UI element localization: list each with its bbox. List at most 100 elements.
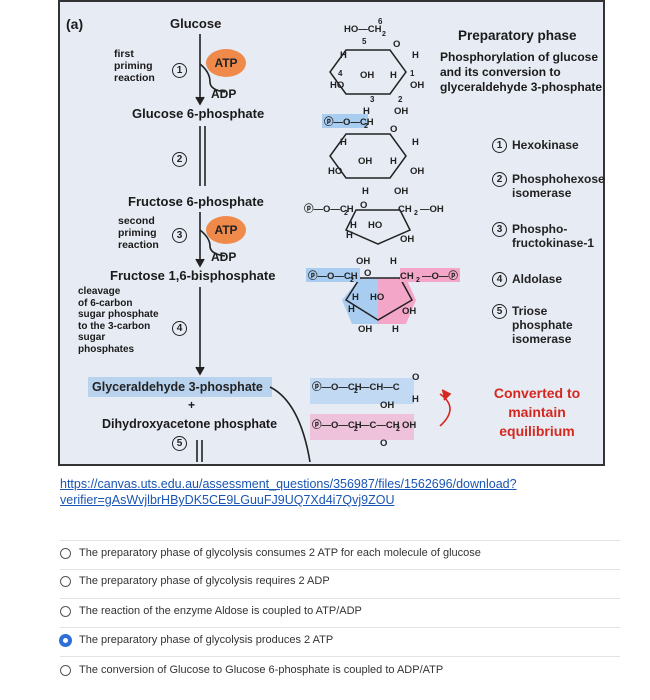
svg-text:HO: HO: [368, 220, 382, 231]
answer-option-3[interactable]: The reaction of the enzyme Aldose is cou…: [60, 601, 362, 621]
svg-text:H: H: [348, 304, 355, 315]
svg-text:CH: CH: [400, 271, 414, 282]
svg-text:2: 2: [414, 210, 418, 217]
svg-text:H: H: [412, 50, 419, 61]
atp-1-icon: ATP: [206, 49, 246, 77]
converted-note: Converted to maintain equilibrium: [493, 385, 581, 439]
svg-text:OH: OH: [358, 324, 372, 335]
svg-text:1: 1: [410, 69, 415, 78]
svg-text:2: 2: [354, 426, 358, 433]
svg-text:2: 2: [382, 31, 386, 38]
svg-text:ⓟ—O—CH: ⓟ—O—CH: [304, 203, 354, 215]
radio-button[interactable]: [60, 575, 71, 587]
svg-text:ⓟ—O—CH: ⓟ—O—CH: [312, 419, 362, 431]
svg-text:H: H: [390, 70, 397, 81]
svg-text:H: H: [412, 137, 419, 148]
glucose-label: Glucose: [170, 16, 222, 31]
svg-text:OH: OH: [410, 80, 424, 91]
g6p-label: Glucose 6-phosphate: [132, 106, 265, 121]
svg-text:2: 2: [344, 210, 348, 217]
svg-text:OH: OH: [358, 156, 372, 167]
dhap-label: Dihydroxyacetone phosphate: [102, 417, 278, 431]
atp-2-icon: ATP: [206, 216, 246, 244]
svg-text:2: 2: [364, 123, 368, 130]
answer-option-5[interactable]: The conversion of Glucose to Glucose 6-p…: [60, 660, 443, 680]
svg-text:H: H: [340, 137, 347, 148]
step-5-marker: 5: [172, 436, 187, 451]
step-3-marker: 3: [172, 228, 187, 243]
second-priming-label: second priming reaction: [118, 215, 159, 251]
plus-sign: +: [188, 398, 196, 412]
svg-text:2: 2: [416, 277, 420, 284]
glycolysis-figure: (a) Glucose first priming reaction 1 ATP…: [58, 0, 605, 466]
radio-button[interactable]: [60, 664, 71, 676]
svg-text:HO: HO: [328, 166, 342, 177]
svg-text:OH: OH: [402, 306, 416, 317]
svg-text:ⓟ—O—CH: ⓟ—O—CH: [312, 381, 362, 393]
step-4-marker: 4: [172, 321, 187, 336]
svg-text:H: H: [390, 156, 397, 167]
first-priming-label: first priming reaction: [114, 48, 155, 84]
svg-text:H: H: [362, 186, 369, 197]
svg-text:ⓟ—O—CH: ⓟ—O—CH: [308, 270, 358, 282]
svg-text:ⓟ—O—CH: ⓟ—O—CH: [324, 116, 374, 128]
svg-text:H: H: [412, 394, 419, 405]
answer-option-1[interactable]: The preparatory phase of glycolysis cons…: [60, 543, 481, 563]
step-2-marker: 2: [172, 152, 187, 167]
svg-text:2: 2: [398, 95, 403, 104]
f16bp-label: Fructose 1,6-bisphosphate: [110, 268, 276, 283]
step-1-marker: 1: [172, 63, 187, 78]
phase-subtitle: Phosphorylation of glucose and its conve…: [440, 50, 603, 94]
svg-text:H: H: [363, 106, 370, 117]
svg-text:OH: OH: [402, 420, 416, 431]
svg-text:—C—CH: —C—CH: [360, 420, 400, 431]
f6p-label: Fructose 6-phosphate: [128, 194, 264, 209]
svg-text:OH: OH: [394, 186, 408, 197]
svg-text:—OH: —OH: [420, 204, 444, 215]
svg-text:CH: CH: [398, 204, 412, 215]
svg-text:OH: OH: [400, 234, 414, 245]
svg-text:O: O: [360, 200, 367, 211]
svg-text:HO: HO: [370, 292, 384, 303]
svg-text:O: O: [393, 39, 400, 50]
svg-text:OH: OH: [356, 256, 370, 267]
svg-text:H: H: [340, 50, 347, 61]
svg-text:3: 3: [370, 95, 375, 104]
svg-text:—O—ⓟ: —O—ⓟ: [422, 270, 458, 282]
svg-text:2: 2: [396, 426, 400, 433]
svg-text:OH: OH: [380, 400, 394, 411]
svg-text:O: O: [390, 124, 397, 135]
svg-text:HO—CH: HO—CH: [344, 24, 382, 35]
svg-text:O: O: [380, 438, 387, 449]
svg-text:H: H: [346, 230, 353, 241]
svg-text:O: O: [412, 372, 419, 383]
svg-text:OH: OH: [360, 70, 374, 81]
svg-text:HO: HO: [330, 80, 344, 91]
image-source-link[interactable]: https://canvas.uts.edu.au/assessment_que…: [60, 477, 517, 507]
svg-text:5: 5: [362, 37, 367, 46]
radio-button[interactable]: [60, 547, 71, 559]
svg-text:H: H: [392, 324, 399, 335]
radio-button-selected[interactable]: [60, 634, 71, 646]
svg-text:—CH—C: —CH—C: [360, 382, 400, 393]
svg-text:H: H: [352, 292, 359, 303]
panel-label: (a): [66, 16, 84, 32]
svg-text:OH: OH: [410, 166, 424, 177]
svg-text:OH: OH: [394, 106, 408, 117]
svg-text:O: O: [364, 268, 371, 279]
answer-option-4[interactable]: The preparatory phase of glycolysis prod…: [60, 630, 333, 650]
cleavage-label: cleavage of 6-carbon sugar phosphate to …: [78, 286, 159, 355]
svg-text:2: 2: [350, 277, 354, 284]
radio-button[interactable]: [60, 605, 71, 617]
svg-text:2: 2: [354, 388, 358, 395]
svg-text:4: 4: [338, 69, 343, 78]
svg-text:6: 6: [378, 17, 383, 26]
phase-title: Preparatory phase: [458, 28, 577, 43]
answer-option-2[interactable]: The preparatory phase of glycolysis requ…: [60, 571, 330, 591]
